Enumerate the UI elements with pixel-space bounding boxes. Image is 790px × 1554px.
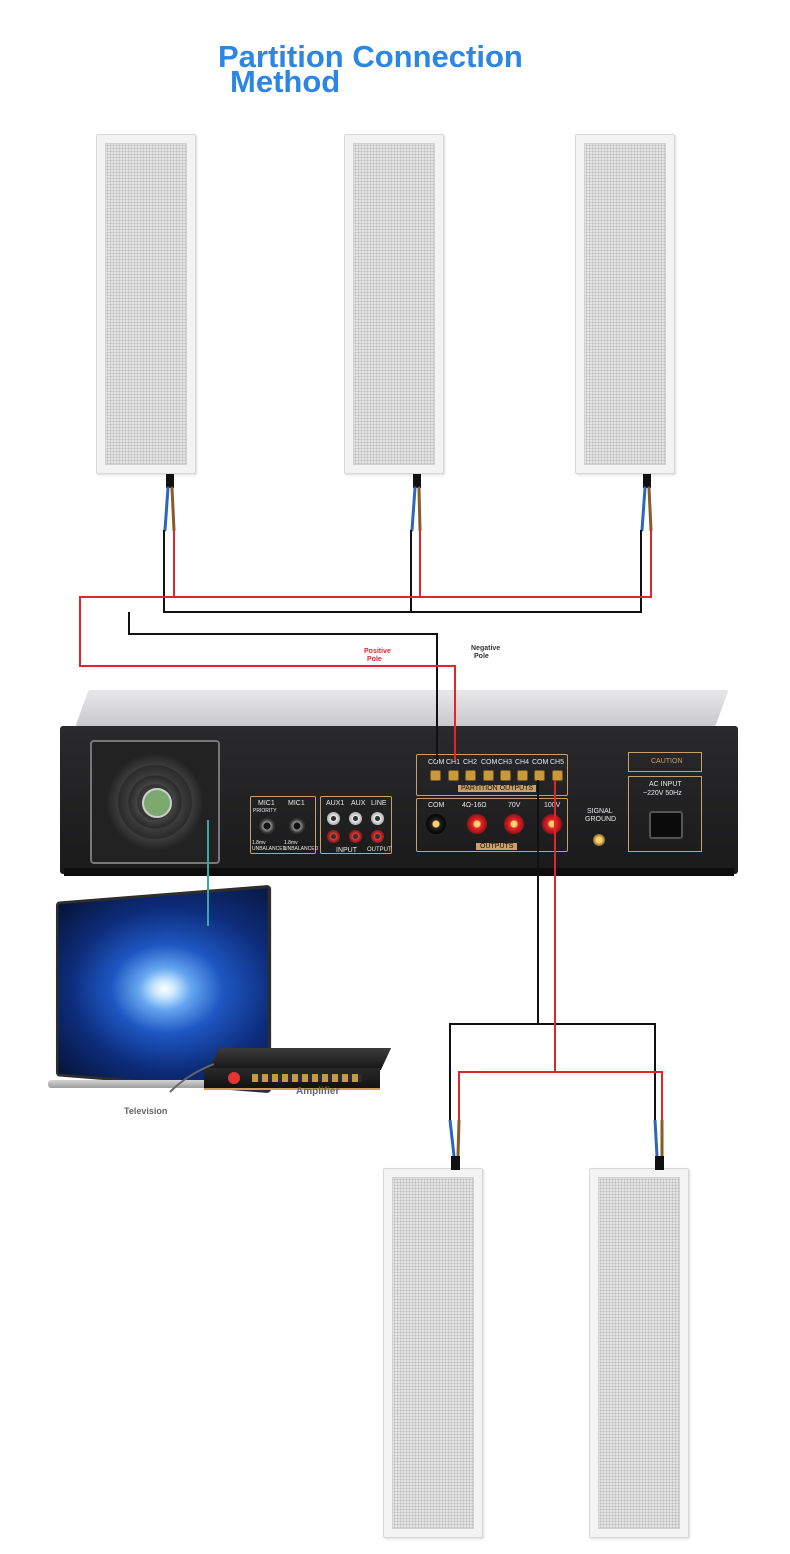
partition-outputs-panel (416, 754, 568, 796)
output-label: OUTPUT (367, 847, 392, 853)
ground-label: GROUND (585, 816, 617, 823)
output-70v-post (504, 814, 524, 834)
aux1-left-rca (327, 812, 340, 825)
aux-label: AUX (351, 800, 366, 807)
ac-input-panel: AC INPUT ~220V 50Hz (628, 776, 702, 852)
output-100v-post (542, 814, 562, 834)
outputs-label: OUTPUTS (476, 843, 518, 850)
positive-wire-top (79, 530, 652, 760)
title-line-1: Partition Connection (218, 39, 523, 74)
line-right-rca (371, 830, 384, 843)
negative-wire-top (128, 530, 642, 760)
mic1-spec: 1.8mv UNBALANCED (284, 840, 319, 852)
amplifier-rear-panel: MIC1 PRIORITY MIC1 1.8mv UNBALANCED 1.8m… (60, 690, 738, 880)
channel-label-2: CH1 (446, 759, 461, 766)
terminal-6 (517, 770, 528, 781)
column-speaker-top-right (575, 134, 675, 474)
top-speaker-cable-ends (163, 474, 653, 532)
out-com-label: COM (428, 802, 445, 809)
amplifier-label: Amplifier (296, 1086, 340, 1097)
aux-input-panel (320, 796, 392, 854)
terminal-2 (448, 770, 459, 781)
out-ohm-label: 4Ω-16Ω (462, 802, 487, 809)
amplifier-back-face: MIC1 PRIORITY MIC1 1.8mv UNBALANCED 1.8m… (60, 726, 738, 874)
positive-pole-label-line-1: Positive (364, 648, 391, 655)
caution-label-panel: CAUTION (628, 752, 702, 772)
signal-label: SIGNAL (587, 808, 613, 815)
terminal-8 (552, 770, 563, 781)
mic1-jack (289, 818, 305, 834)
amplifier-device-illustration (204, 1048, 392, 1096)
caution-label: CAUTION (651, 758, 683, 765)
input-label: INPUT (336, 847, 357, 854)
terminal-7 (534, 770, 545, 781)
positive-wire-bottom (458, 780, 663, 1120)
mic1-priority-jack (259, 818, 275, 834)
television-illustration (44, 884, 272, 1094)
terminal-5 (500, 770, 511, 781)
cooling-fan-icon (90, 740, 220, 864)
out-70v-label: 70V (508, 802, 521, 809)
title-line-2: Method (230, 64, 341, 99)
column-speaker-bottom-right (589, 1168, 689, 1538)
negative-pole-label: Negative Pole (471, 645, 500, 661)
mic1-priority-spec: 1.8mv UNBALANCED (252, 840, 287, 852)
channel-label-8: CH5 (550, 759, 565, 766)
column-speaker-top-middle (344, 134, 444, 474)
line-left-rca (371, 812, 384, 825)
amplifier-base (64, 868, 734, 876)
line-label: LINE (371, 800, 387, 807)
aux-right-rca (349, 830, 362, 843)
column-speaker-top-left (96, 134, 196, 474)
negative-pole-label-line-2: Pole (474, 653, 489, 660)
terminal-4 (483, 770, 494, 781)
bottom-speaker-cable-ends (448, 1119, 664, 1170)
channel-label-5: CH3 (498, 759, 513, 766)
aux-left-rca (349, 812, 362, 825)
terminal-1 (430, 770, 441, 781)
aux1-right-rca (327, 830, 340, 843)
output-com-post (426, 814, 446, 834)
channel-label-6: CH4 (515, 759, 530, 766)
mic1-priority-label: MIC1 (258, 800, 275, 807)
power-led-icon (228, 1072, 240, 1084)
channel-label-1: COM (428, 759, 445, 766)
device-link-cable (169, 1063, 215, 1093)
ground-screw-icon (593, 834, 605, 846)
negative-wire-bottom (449, 780, 656, 1120)
channel-label-4: COM (481, 759, 498, 766)
mic1-priority-sub-label: PRIORITY (253, 808, 277, 814)
outputs-panel (416, 798, 568, 852)
channel-label-7: COM (532, 759, 549, 766)
television-label: Television (124, 1106, 168, 1116)
mic-input-panel (250, 796, 316, 854)
ac-input-label: AC INPUT (649, 781, 682, 788)
partition-outputs-label: PARTITION OUTPUTS (458, 785, 537, 792)
channel-label-3: CH2 (463, 759, 478, 766)
power-socket-icon (649, 811, 683, 839)
output-ohm-post (467, 814, 487, 834)
out-100v-label: 100V (544, 802, 561, 809)
negative-pole-label-line-1: Negative (471, 645, 501, 652)
television-stand (48, 1080, 258, 1088)
terminal-3 (465, 770, 476, 781)
column-speaker-bottom-left (383, 1168, 483, 1538)
aux1-label: AUX1 (326, 800, 345, 807)
ac-voltage-label: ~220V 50Hz (643, 790, 682, 797)
page-title: Partition Connection Method (218, 41, 598, 99)
mic1-label: MIC1 (288, 800, 305, 807)
positive-pole-label: Positive Pole (364, 648, 391, 664)
positive-pole-label-line-2: Pole (367, 656, 382, 663)
